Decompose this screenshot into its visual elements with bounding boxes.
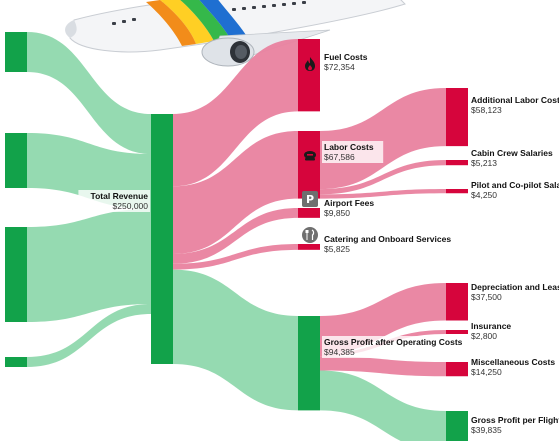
- label-background-labor_costs: [322, 141, 384, 163]
- label-group-insurance: Insurance$2,800: [471, 321, 511, 341]
- flame-icon: [302, 56, 318, 72]
- sankey-node-additional_labor: [446, 88, 468, 147]
- sankey-node-fuel_costs: [298, 39, 320, 112]
- flame-icon-glyph: [305, 57, 315, 71]
- node-label-catering: Catering and Onboard Services: [324, 234, 451, 244]
- label-group-cabin_crew: Cabin Crew Salaries$5,213: [471, 148, 553, 168]
- label-group-catering: Catering and Onboard Services$5,825: [324, 234, 451, 254]
- node-value-misc_costs: $14,250: [471, 367, 502, 377]
- node-label-misc_costs: Miscellaneous Costs: [471, 357, 555, 367]
- node-value-labor_costs: $67,586: [324, 152, 355, 162]
- sankey-node-pilot_salaries: [446, 189, 468, 194]
- node-value-catering: $5,825: [324, 244, 350, 254]
- label-group-additional_labor: Additional Labor Costs$58,123: [471, 95, 559, 115]
- node-label-labor_costs: Labor Costs: [324, 142, 374, 152]
- node-label-cabin_crew: Cabin Crew Salaries: [471, 148, 553, 158]
- node-value-fuel_costs: $72,354: [324, 62, 355, 72]
- label-group-pilot_salaries: Pilot and Co-pilot Salaries$4,250: [471, 180, 559, 200]
- node-value-pilot_salaries: $4,250: [471, 190, 497, 200]
- sankey-link-labor_costs-to-additional_labor: [320, 88, 446, 190]
- sankey-link-gross_profit_ops-to-depreciation: [320, 283, 446, 354]
- node-value-cabin_crew: $5,213: [471, 158, 497, 168]
- sankey-link-gross_profit_ops-to-misc_costs: [320, 356, 446, 377]
- label-group-depreciation: Depreciation and Leasing$37,500: [471, 282, 559, 302]
- node-label-airport_fees: Airport Fees: [324, 198, 374, 208]
- node-label-depreciation: Depreciation and Leasing: [471, 282, 559, 292]
- node-label-gross_profit_ops: Gross Profit after Operating Costs: [324, 337, 463, 347]
- sankey-node-gross_profit_flight: [446, 411, 468, 441]
- node-value-additional_labor: $58,123: [471, 105, 502, 115]
- sankey-link-gross_profit_ops-to-gross_profit_flight: [320, 370, 446, 441]
- node-label-insurance: Insurance: [471, 321, 511, 331]
- node-label-fuel_costs: Fuel Costs: [324, 52, 368, 62]
- sankey-link-labor_costs-to-cabin_crew: [320, 160, 446, 195]
- airplane-illustration: [65, 0, 406, 67]
- node-value-gross_profit_ops: $94,385: [324, 347, 355, 357]
- label-group-fuel_costs: Fuel Costs$72,354: [324, 52, 368, 72]
- sankey-node-src4: [5, 357, 27, 367]
- sankey-node-labor_costs: [298, 131, 320, 199]
- sankey-node-insurance: [446, 330, 468, 334]
- sankey-link-total_revenue-to-fuel_costs: [173, 39, 298, 187]
- label-group-misc_costs: Miscellaneous Costs$14,250: [471, 357, 555, 377]
- sankey-node-cabin_crew: [446, 160, 468, 166]
- crew-icon: [302, 148, 318, 164]
- label-group-labor_costs: Labor Costs$67,586: [322, 141, 384, 163]
- sankey-link-total_revenue-to-airport_fees: [173, 208, 298, 264]
- sankey-node-gross_profit_ops: [298, 316, 320, 411]
- node-label-total_revenue: Total Revenue: [91, 191, 149, 201]
- label-group-total_revenue: Total Revenue$250,000: [78, 190, 150, 212]
- node-value-airport_fees: $9,850: [324, 208, 350, 218]
- sankey-node-src1: [5, 32, 27, 72]
- sankey-node-catering: [298, 244, 320, 250]
- node-value-gross_profit_flight: $39,835: [471, 425, 502, 435]
- sankey-node-total_revenue: [151, 114, 173, 364]
- sankey-node-src3: [5, 227, 27, 322]
- crew-icon-glyph: [304, 151, 316, 161]
- node-value-depreciation: $37,500: [471, 292, 502, 302]
- sankey-link-src4-to-total_revenue: [27, 304, 151, 367]
- node-value-insurance: $2,800: [471, 331, 497, 341]
- node-label-additional_labor: Additional Labor Costs: [471, 95, 559, 105]
- label-group-gross_profit_flight: Gross Profit per Flight$39,835: [471, 415, 559, 435]
- sankey-link-src3-to-total_revenue: [27, 209, 151, 322]
- sankey-link-total_revenue-to-catering: [173, 244, 298, 270]
- label-background-total_revenue: [78, 190, 150, 212]
- sankey-node-misc_costs: [446, 362, 468, 377]
- utensils-icon-glyph: [305, 229, 315, 240]
- sankey-node-depreciation: [446, 283, 468, 321]
- sankey-link-total_revenue-to-gross_profit_ops: [173, 269, 298, 411]
- parking-icon: P: [302, 191, 318, 207]
- label-group-gross_profit_ops: Gross Profit after Operating Costs$94,38…: [322, 336, 503, 358]
- sankey-node-airport_fees: [298, 208, 320, 218]
- sankey-link-src1-to-total_revenue: [27, 32, 151, 154]
- label-background-gross_profit_ops: [322, 336, 503, 358]
- utensils-icon: [302, 227, 318, 243]
- node-label-gross_profit_flight: Gross Profit per Flight: [471, 415, 559, 425]
- sankey-node-src2: [5, 133, 27, 188]
- node-label-pilot_salaries: Pilot and Co-pilot Salaries: [471, 180, 559, 190]
- node-value-total_revenue: $250,000: [113, 201, 149, 211]
- sankey-link-labor_costs-to-pilot_salaries: [320, 189, 446, 199]
- sankey-link-total_revenue-to-labor_costs: [173, 131, 298, 254]
- label-group-airport_fees: Airport Fees$9,850: [324, 198, 374, 218]
